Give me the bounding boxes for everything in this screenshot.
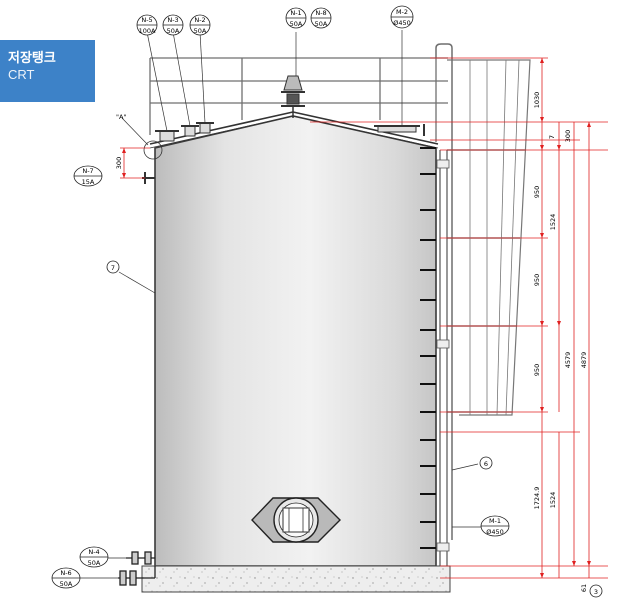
tag-n1-top-size: 50A [290,20,303,28]
tag-n3-id: N-3 [167,16,178,24]
dim-950-b: 950 [533,274,541,286]
tag-n6-id: N-6 [60,569,71,577]
tag-n6-size: 50A [60,580,73,588]
tank-label-box: 저장탱크 CRT [0,40,95,102]
tag-n1-top-id: N-1 [290,9,301,17]
tank-label-english: CRT [8,67,35,82]
tag-n4-id: N-4 [88,548,99,556]
detail-a-circle [143,140,163,160]
callout-item7: 7 [111,264,115,272]
dim-950-c: 950 [533,364,541,376]
tag-n2-size: 50A [194,27,207,35]
dim-61: 61 [580,584,588,592]
side-ladder [420,147,450,566]
callout-item3: 3 [594,588,598,596]
dim-1524-a: 1524 [549,214,557,231]
callout-item6: 6 [484,460,488,468]
tag-n7-id: N-7 [82,167,93,175]
nozzle-tags [51,5,603,598]
tag-n4-size: 50A [88,559,101,567]
tag-n5-size: 100A [139,27,156,35]
tag-m2-size: Ø450 [393,19,411,27]
top-railing [149,43,453,540]
ladder-cage [447,59,531,416]
dim-1030: 1030 [533,92,541,109]
tag-n8-id: N-8 [315,9,326,17]
dim-300-right: 300 [564,130,572,142]
dim-300-left: 300 [115,157,123,169]
manhole-m1 [251,497,341,543]
tank-label-korean: 저장탱크 [8,50,56,65]
tag-m1-id: M-1 [489,517,501,525]
dim-4879: 4879 [580,352,588,369]
tag-n7-size: 15A [82,178,95,186]
tag-n3-size: 50A [167,27,180,35]
dim-1524-b: 1524 [549,492,557,509]
concrete-foundation [141,565,451,593]
dim-7: 7 [548,135,556,139]
leader-lines [80,30,481,579]
callout-detail-a: "A" [116,113,126,121]
bottom-nozzles [118,551,156,586]
dimension-ticks [122,58,591,578]
tag-n2-id: N-2 [194,16,205,24]
dim-1724-9: 1724.9 [533,487,541,510]
dim-4579: 4579 [564,352,572,369]
tag-m2-id: M-2 [396,8,408,16]
dim-950-a: 950 [533,186,541,198]
tag-n8-size: 50A [315,20,328,28]
tag-n5-id: N-5 [141,16,152,24]
dimension-lines [120,57,608,579]
tag-m1-size: Ø450 [486,528,504,536]
